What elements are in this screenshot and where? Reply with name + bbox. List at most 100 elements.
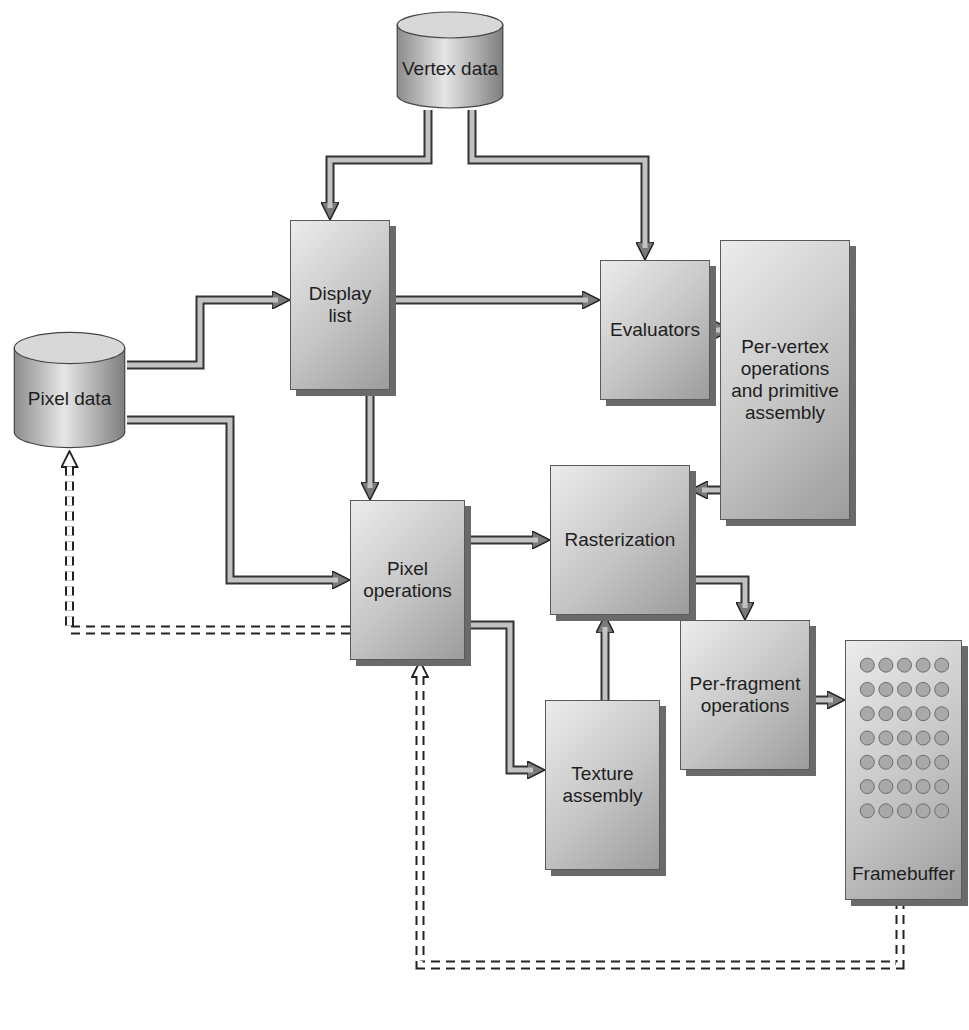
pixel-dot <box>935 804 949 818</box>
connector-fill <box>368 390 373 488</box>
flow-arrow <box>127 300 278 365</box>
process-box: Texture assembly <box>545 700 660 870</box>
pixel-dot <box>916 707 930 721</box>
node-label: Framebuffer <box>852 863 955 885</box>
connector-outline <box>690 580 745 608</box>
data-store-cylinder: Vertex data <box>395 10 505 110</box>
process-box: Display list <box>290 220 390 390</box>
connector-outline <box>601 627 610 700</box>
connector-fill <box>702 488 720 493</box>
node-label: Per-fragment operations <box>687 673 803 717</box>
pixel-dot <box>898 658 912 672</box>
connector-fill <box>127 300 278 365</box>
connector-outline <box>390 296 588 305</box>
pixel-dot <box>879 682 893 696</box>
cylinder-top <box>14 332 124 363</box>
pixel-dot <box>879 804 893 818</box>
connector-fill <box>603 627 608 700</box>
connector-outline <box>710 326 720 335</box>
readback-arrow <box>70 462 351 630</box>
pixel-dot <box>879 707 893 721</box>
connector-outline <box>472 110 645 248</box>
node-label: Evaluators <box>607 319 703 341</box>
node-label: Per-vertex operations and primitive asse… <box>727 336 843 423</box>
connector-fill <box>690 580 745 608</box>
pixel-dot <box>916 755 930 769</box>
pixel-dot <box>916 780 930 794</box>
connector-fill <box>70 462 351 630</box>
connector-outline <box>465 536 538 545</box>
pixel-dot <box>860 780 874 794</box>
flow-arrow <box>370 390 371 488</box>
flow-arrow <box>710 330 720 331</box>
pixel-grid <box>858 653 951 823</box>
node-label: Texture assembly <box>552 763 653 807</box>
node-label: Display list <box>297 283 383 327</box>
flow-arrow <box>472 110 645 248</box>
pixel-dot <box>860 682 874 696</box>
pixel-dot <box>879 780 893 794</box>
pixel-dot <box>860 731 874 745</box>
flow-arrow <box>390 300 588 301</box>
connector-fill <box>810 698 833 703</box>
pixel-dot <box>916 682 930 696</box>
pixel-dot <box>860 658 874 672</box>
connector-fill <box>465 625 533 770</box>
process-box: Pixel operations <box>350 500 465 660</box>
process-box: Rasterization <box>550 465 690 615</box>
connector-fill <box>420 672 900 965</box>
connector-group <box>70 110 901 965</box>
pixel-dot <box>898 755 912 769</box>
pixel-dot <box>898 682 912 696</box>
flow-arrow <box>810 700 833 701</box>
framebuffer-box: Framebuffer <box>845 640 962 900</box>
flow-arrow <box>702 490 720 491</box>
pixel-dot <box>935 682 949 696</box>
connector-outline <box>810 696 833 705</box>
connector-outline <box>702 486 720 495</box>
pixel-dot <box>898 707 912 721</box>
connector-outline <box>366 390 375 488</box>
pixel-dot <box>916 804 930 818</box>
connector-fill <box>330 110 428 208</box>
flow-arrow <box>127 420 338 580</box>
cylinder-top <box>397 12 503 38</box>
connector-fill <box>710 328 720 333</box>
flow-arrow <box>690 580 745 608</box>
pixel-dot <box>935 731 949 745</box>
node-label: Vertex data <box>401 58 499 80</box>
connector-fill <box>390 298 588 303</box>
readback-arrow <box>420 672 900 965</box>
flow-arrow <box>465 540 538 541</box>
pixel-dot <box>916 658 930 672</box>
node-label: Pixel operations <box>357 558 458 602</box>
data-store-cylinder: Pixel data <box>12 330 127 450</box>
pixel-dot <box>935 707 949 721</box>
flow-arrow <box>605 627 606 700</box>
connector-outline <box>70 462 351 630</box>
pixel-dot <box>898 731 912 745</box>
pixel-dot <box>860 804 874 818</box>
pixel-dot <box>898 804 912 818</box>
pixel-dot <box>879 755 893 769</box>
connector-fill <box>472 110 645 248</box>
node-label: Rasterization <box>557 529 683 551</box>
flow-arrow <box>330 110 428 208</box>
process-box: Evaluators <box>600 260 710 400</box>
connector-fill <box>127 420 338 580</box>
pixel-dot <box>879 658 893 672</box>
process-box: Per-fragment operations <box>680 620 810 770</box>
pixel-dot <box>935 658 949 672</box>
connector-outline <box>127 420 338 580</box>
flow-arrow <box>465 625 533 770</box>
connector-outline <box>127 300 278 365</box>
pixel-dot <box>916 731 930 745</box>
connector-outline <box>330 110 428 208</box>
pixel-dot <box>898 780 912 794</box>
process-box: Per-vertex operations and primitive asse… <box>720 240 850 520</box>
connector-outline <box>420 672 900 965</box>
connector-outline <box>465 625 533 770</box>
pixel-dot <box>860 755 874 769</box>
pixel-dot <box>935 755 949 769</box>
